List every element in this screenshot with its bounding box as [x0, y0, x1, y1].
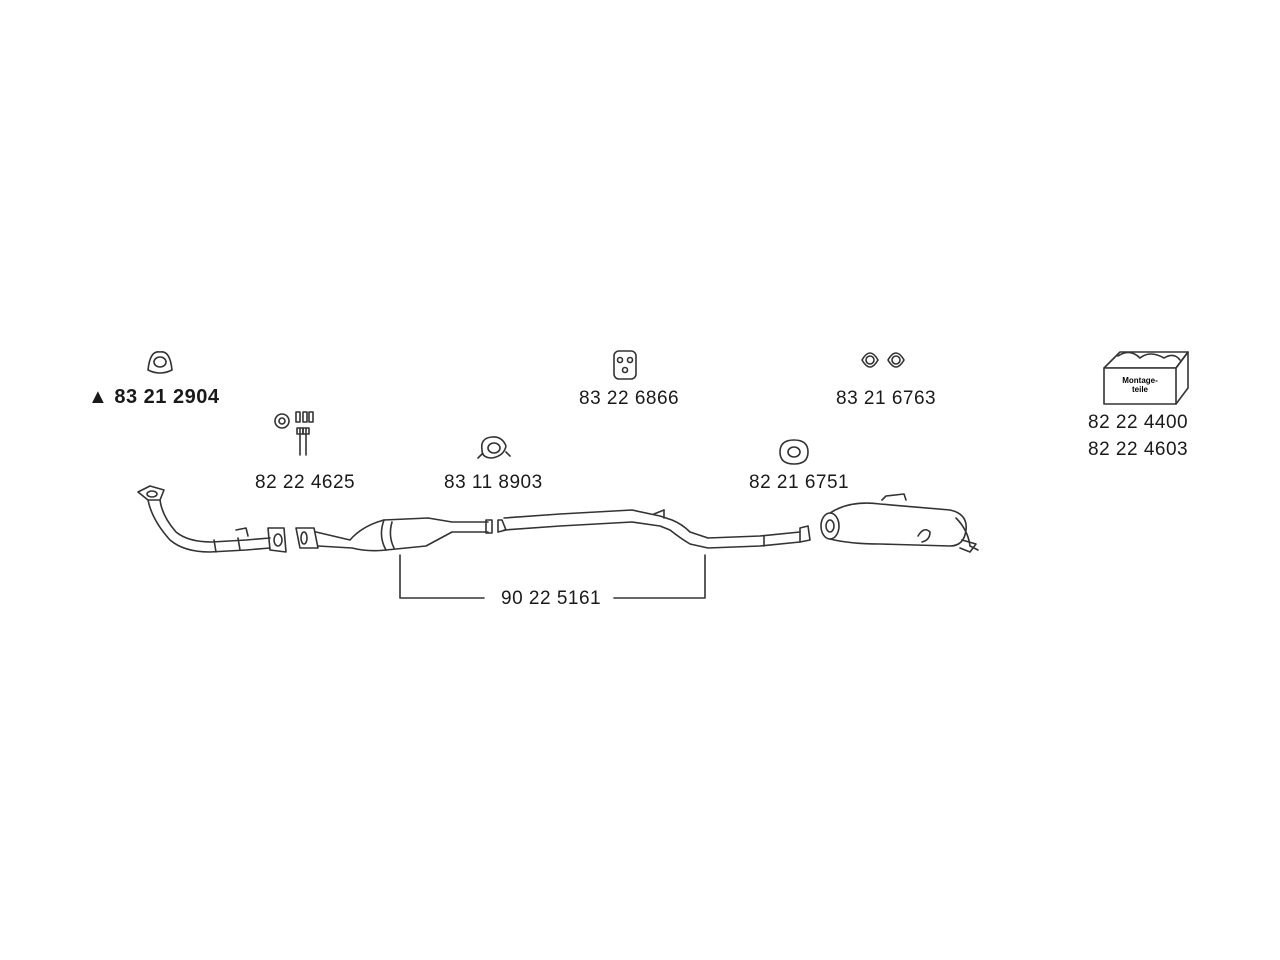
mounting-kit-box-icon — [1104, 352, 1188, 404]
part-number-mid-section: 90 22 5161 — [497, 588, 606, 610]
gasket-pair-icon — [862, 353, 904, 367]
part-number-clamp: 83 11 8903 — [444, 472, 543, 493]
part-number-kit-1: 82 22 4400 — [1088, 412, 1189, 433]
rubber-hanger-icon — [614, 351, 636, 379]
mid-section-bracket — [400, 555, 705, 598]
catalytic-section — [296, 518, 492, 551]
rear-muffler — [821, 494, 978, 552]
front-pipe — [138, 486, 286, 552]
bolt-set-icon — [275, 412, 313, 455]
gasket-rear-icon — [780, 440, 808, 464]
part-number-text: 83 21 2904 — [114, 386, 220, 408]
middle-pipe — [498, 510, 810, 548]
part-number-gasket-pair: 83 21 6763 — [836, 388, 937, 409]
part-number-rubber-hanger: 83 22 6866 — [579, 388, 680, 409]
part-number-kit-2: 82 22 4603 — [1088, 439, 1189, 460]
part-number-gasket-front: ▲ 83 21 2904 — [88, 386, 219, 409]
clamp-icon — [478, 437, 510, 458]
part-number-gasket-rear: 82 21 6751 — [749, 472, 850, 493]
kit-box-label: Montage- teile — [1110, 376, 1170, 394]
gasket-front-icon — [148, 352, 172, 373]
kit-box-label-line2: teile — [1131, 385, 1148, 394]
kit-box-label-line1: Montage- — [1122, 376, 1158, 385]
part-number-bolt-set: 82 22 4625 — [255, 472, 356, 493]
triangle-marker-icon: ▲ — [88, 386, 109, 408]
